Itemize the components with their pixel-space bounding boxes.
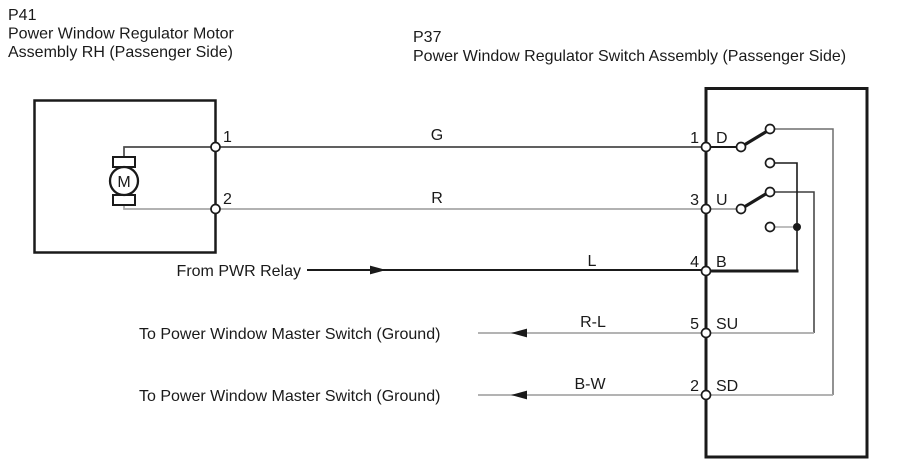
motor-brush-bottom xyxy=(112,194,136,206)
wire-label-bw: B-W xyxy=(574,376,606,393)
left-component-name-line2: Assembly RH (Passenger Side) xyxy=(8,44,233,61)
pin-number: 3 xyxy=(690,192,699,209)
arrow-left-icon xyxy=(511,328,527,338)
terminal-label: D xyxy=(716,130,728,147)
pin-switch-1-d xyxy=(700,141,712,153)
terminal-label: U xyxy=(716,192,728,209)
right-component-code: P37 xyxy=(413,29,442,46)
motor-label: M xyxy=(117,174,130,191)
switch-contact-u-top xyxy=(764,186,776,198)
switch-arm-down xyxy=(744,130,768,146)
switch-arm-up xyxy=(744,192,768,208)
wire-label-rl: R-L xyxy=(580,314,606,331)
terminal-label: B xyxy=(716,254,727,271)
right-component-name: Power Window Regulator Switch Assembly (… xyxy=(413,48,846,65)
pin-motor-2 xyxy=(210,203,221,215)
motor-brush-top xyxy=(112,156,136,168)
switch-contact-d-bottom xyxy=(764,157,776,169)
arrow-right-icon xyxy=(370,265,386,275)
terminal-label: SU xyxy=(716,316,738,333)
pin-switch-5-su xyxy=(700,327,712,339)
junction-dot xyxy=(793,223,801,231)
note-from-pwr-relay: From PWR Relay xyxy=(177,263,301,280)
pin-switch-3-u xyxy=(700,203,712,215)
pin-number: 1 xyxy=(690,130,699,147)
wire-r xyxy=(123,205,706,210)
switch-pivot-u xyxy=(735,203,747,215)
left-component-code: P41 xyxy=(8,7,37,24)
pin-switch-2-sd xyxy=(700,389,712,401)
pin-switch-4-b xyxy=(700,265,712,277)
pin-number: 4 xyxy=(690,254,699,271)
pin-number: 5 xyxy=(690,316,699,333)
switch-assembly-box xyxy=(704,87,869,459)
pin-number: 2 xyxy=(223,191,232,208)
switch-pivot-d xyxy=(735,141,747,153)
wire-label-r: R xyxy=(431,190,443,207)
wire-label-l: L xyxy=(588,253,597,270)
pin-motor-1 xyxy=(210,141,221,153)
wire-g xyxy=(123,146,706,157)
pin-number: 2 xyxy=(690,378,699,395)
wire-label-g: G xyxy=(431,127,443,144)
note-to-master-switch-ground: To Power Window Master Switch (Ground) xyxy=(139,388,440,405)
switch-contact-u-bottom xyxy=(764,221,776,233)
note-to-master-switch-ground: To Power Window Master Switch (Ground) xyxy=(139,326,440,343)
connector-b-riser xyxy=(774,162,798,271)
arrow-left-icon xyxy=(511,390,527,400)
pin-number: 1 xyxy=(223,129,232,146)
left-component-name-line1: Power Window Regulator Motor xyxy=(8,26,235,43)
terminal-label: SD xyxy=(716,378,738,395)
motor-circle xyxy=(108,165,140,197)
connector-u-contact-to-su xyxy=(774,191,815,333)
switch-contact-d-top xyxy=(764,123,776,135)
connector-d-contact-to-sd xyxy=(774,128,834,395)
